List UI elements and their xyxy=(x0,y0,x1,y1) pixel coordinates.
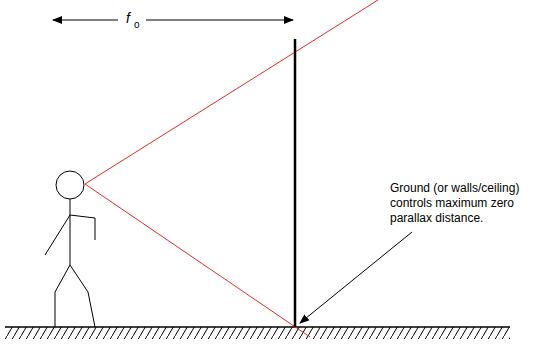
dimension-subscript: o xyxy=(134,19,140,30)
annotation-note: Ground (or walls/ceiling) controls maxim… xyxy=(390,181,540,226)
leader-line xyxy=(300,232,412,323)
view-line xyxy=(85,0,378,184)
view-line xyxy=(85,184,310,337)
stick-figure xyxy=(45,171,95,327)
dimension-label: f xyxy=(126,10,130,26)
ground-line xyxy=(5,326,510,328)
screen-line xyxy=(294,39,297,327)
dimension-arrow xyxy=(53,20,118,21)
ground-hatch xyxy=(5,327,510,339)
dimension-arrow xyxy=(146,20,293,21)
